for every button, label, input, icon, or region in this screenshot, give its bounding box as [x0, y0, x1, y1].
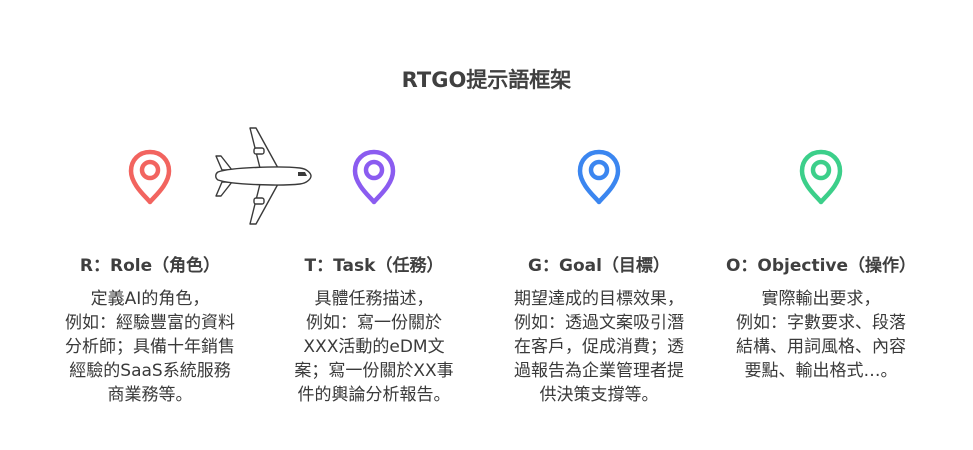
objective-map-pin-icon: [799, 149, 843, 205]
role-description-line: 商業務等。: [107, 385, 193, 405]
task-heading: T：Task（任務）: [304, 256, 444, 276]
role-pin-dot: [139, 159, 161, 181]
task-pin-dot: [363, 159, 385, 181]
task-description: 具體任務描述， 例如：寫一份關於 XXX活動的eDM文 案；寫一份關於XX事 件…: [267, 287, 481, 407]
goal-map-pin-icon: [577, 149, 621, 205]
role-pin-outline: [128, 149, 172, 205]
task-description-line: 案；寫一份關於XX事: [294, 361, 454, 381]
role-map-pin-icon: [128, 149, 172, 205]
diagram-title: RTGO提示語框架: [401, 68, 572, 92]
objective-description: 實際輸出要求， 例如：字數要求、段落 結構、用詞風格、內容 要點、輸出格式…。: [714, 287, 928, 383]
goal-description: 期望達成的目標效果， 例如：透過文案吸引潛 在客戶，促成消費；透 過報告為企業管…: [492, 287, 706, 407]
task-map-pin-icon: [352, 149, 396, 205]
goal-description-line: 期望達成的目標效果，: [514, 289, 684, 309]
task-description-line: XXX活動的eDM文: [303, 337, 445, 357]
airplane-icon: [215, 127, 312, 225]
role-description-line: 定義AI的角色，: [90, 289, 210, 309]
goal-pin-outline: [577, 149, 621, 205]
objective-heading: O：Objective（操作）: [725, 256, 917, 276]
task-description-line: 件的輿論分析報告。: [297, 385, 451, 405]
goal-description-line: 例如：透過文案吸引潛: [514, 313, 684, 333]
objective-description-line: 結構、用詞風格、內容: [736, 337, 906, 357]
role-description: 定義AI的角色， 例如：經驗豐富的資料 分析師；具備十年銷售 經驗的SaaS系統…: [43, 287, 257, 407]
task-pin-outline: [352, 149, 396, 205]
goal-description-line: 供決策支撐等。: [539, 385, 659, 405]
objective-description-line: 實際輸出要求，: [761, 289, 881, 309]
role-description-line: 分析師；具備十年銷售: [65, 337, 235, 357]
goal-description-line: 在客戶，促成消費；透: [514, 337, 684, 357]
objective-pin-dot: [810, 159, 832, 181]
goal-pin-dot: [588, 159, 610, 181]
role-heading: R：Role（角色）: [79, 256, 221, 276]
role-description-line: 例如：經驗豐富的資料: [65, 313, 235, 333]
objective-description-line: 例如：字數要求、段落: [736, 313, 906, 333]
task-description-line: 具體任務描述，: [314, 289, 434, 309]
objective-pin-outline: [799, 149, 843, 205]
goal-heading: G：Goal（目標）: [528, 256, 670, 276]
task-description-line: 例如：寫一份關於: [306, 313, 442, 333]
role-description-line: 經驗的SaaS系統服務: [69, 361, 231, 381]
objective-description-line: 要點、輸出格式…。: [744, 361, 898, 381]
goal-description-line: 過報告為企業管理者提: [514, 361, 684, 381]
